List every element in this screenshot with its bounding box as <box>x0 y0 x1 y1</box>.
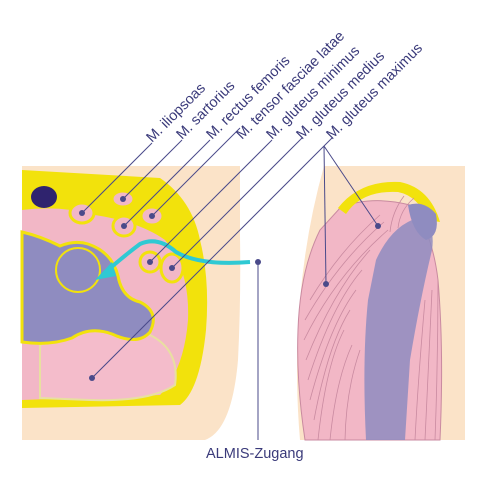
vessel <box>31 186 57 208</box>
cross-section <box>20 166 251 440</box>
lateral-view <box>297 166 465 441</box>
fat-cap <box>338 181 440 222</box>
approach-arrowhead <box>95 262 116 280</box>
muscle-fibres <box>303 195 439 441</box>
label-almis-approach: ALMIS-Zugang <box>206 446 304 462</box>
fascia-band <box>364 218 433 440</box>
femoral-head <box>55 247 101 293</box>
leader-lines <box>79 127 381 440</box>
upper-fascia <box>408 203 437 240</box>
approach-arrow <box>106 239 251 272</box>
